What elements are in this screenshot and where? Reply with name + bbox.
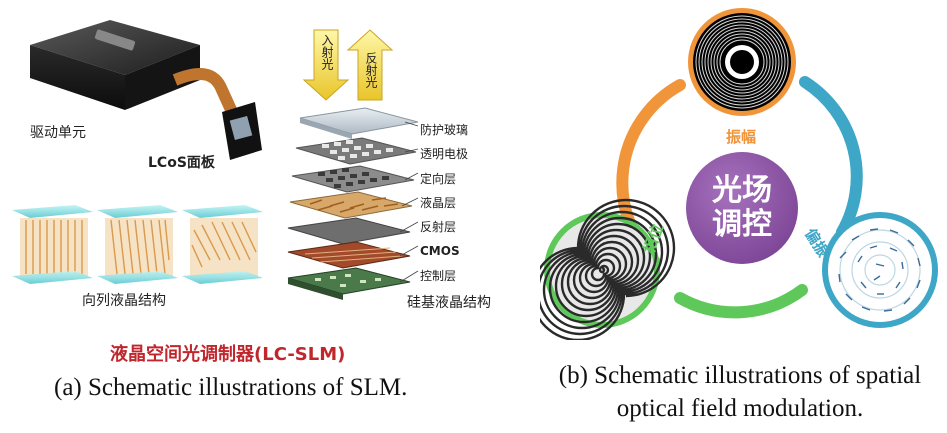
layer-label: 液晶层 <box>420 195 457 210</box>
optical-field-modulation-diagram <box>540 8 938 340</box>
layer-label: 定向层 <box>420 171 457 186</box>
layer-label: 控制层 <box>420 268 457 283</box>
slm-title-cn: 液晶空间光调制器(LC-SLM) <box>110 344 346 365</box>
ring-arc-blue <box>799 76 863 238</box>
layer-label: 透明电极 <box>420 147 469 162</box>
caption-b-line2: optical field modulation. <box>616 395 864 422</box>
layer-label: 防护玻璃 <box>420 123 469 137</box>
center-text-line1: 光场 <box>712 173 772 208</box>
center-text-line2: 调控 <box>712 207 772 242</box>
arrow-label-incident: 入射光 <box>320 34 334 70</box>
driver-unit-device <box>30 20 262 160</box>
layer-leader-lines <box>399 121 419 283</box>
polarization-disc <box>822 212 938 328</box>
label-amplitude: 振幅 <box>726 128 757 146</box>
slm-illustration <box>12 20 419 300</box>
caption-b-line1: (b) Schematic illustrations of spatial <box>558 362 922 389</box>
label-nematic-structure: 向列液晶结构 <box>82 293 166 309</box>
amplitude-disc <box>688 8 796 116</box>
ring-arc-green <box>674 284 808 319</box>
layer-labels: 防护玻璃 透明电极 定向层 液晶层 反射层 CMOS 控制层 <box>420 118 468 288</box>
center-circle <box>686 152 798 264</box>
label-drive-unit: 驱动单元 <box>30 125 86 141</box>
label-silicon-structure: 硅基液晶结构 <box>407 295 491 311</box>
label-lcos-panel: LCoS面板 <box>148 155 215 171</box>
phase-disc <box>540 198 676 340</box>
caption-a: (a) Schematic illustrations of SLM. <box>54 374 408 401</box>
incident-light-arrow <box>302 29 350 101</box>
reflected-light-arrow <box>346 29 394 101</box>
layer-label: 反射层 <box>420 220 457 235</box>
center-text: 光场 调控 <box>702 174 782 242</box>
arrow-label-reflect: 反射光 <box>364 52 378 88</box>
nematic-lc-cells <box>12 205 263 284</box>
lcos-layer-stack <box>287 107 419 300</box>
layer-label: CMOS <box>420 244 460 259</box>
